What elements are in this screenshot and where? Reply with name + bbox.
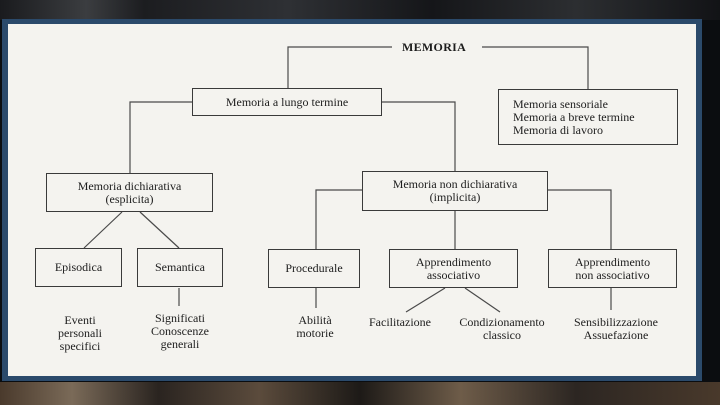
node-short-term-memories: Memoria sensoriale Memoria a breve termi… — [498, 89, 678, 145]
label-semantic-examples: Significati Conoscenze generali — [136, 312, 224, 351]
connector-memoria-right — [482, 47, 588, 89]
label-facilitation: Facilitazione — [355, 316, 445, 329]
label-non-associative-examples: Sensibilizzazione Assuefazione — [562, 316, 670, 342]
node-non-associative-learning: Apprendimento non associativo — [548, 249, 677, 288]
connector-longterm-right — [382, 102, 455, 171]
label-classical-conditioning: Condizionamento classico — [446, 316, 558, 342]
connector-longterm-left — [130, 102, 192, 173]
node-procedural: Procedurale — [268, 249, 360, 288]
node-semantic: Semantica — [137, 248, 223, 287]
connector-assoc-conditioning — [465, 288, 500, 312]
connector-memoria — [288, 47, 392, 88]
label-procedural-examples: Abilità motorie — [276, 314, 354, 340]
label-episodic-examples: Eventi personali specifici — [40, 314, 120, 353]
node-declarative-memory: Memoria dichiarativa (esplicita) — [46, 173, 213, 212]
node-non-declarative-memory: Memoria non dichiarativa (implicita) — [362, 171, 548, 211]
diagram-title: MEMORIA — [402, 40, 466, 55]
connector-decl-episodic — [84, 212, 122, 248]
connector-nondecl-procedural — [316, 190, 362, 249]
connector-assoc-facilitation — [406, 288, 445, 312]
node-long-term-memory: Memoria a lungo termine — [192, 88, 382, 116]
node-episodic: Episodica — [35, 248, 122, 287]
connector-nondecl-nonassociative — [548, 190, 611, 249]
connector-decl-semantic — [140, 212, 179, 248]
node-associative-learning: Apprendimento associativo — [389, 249, 518, 288]
